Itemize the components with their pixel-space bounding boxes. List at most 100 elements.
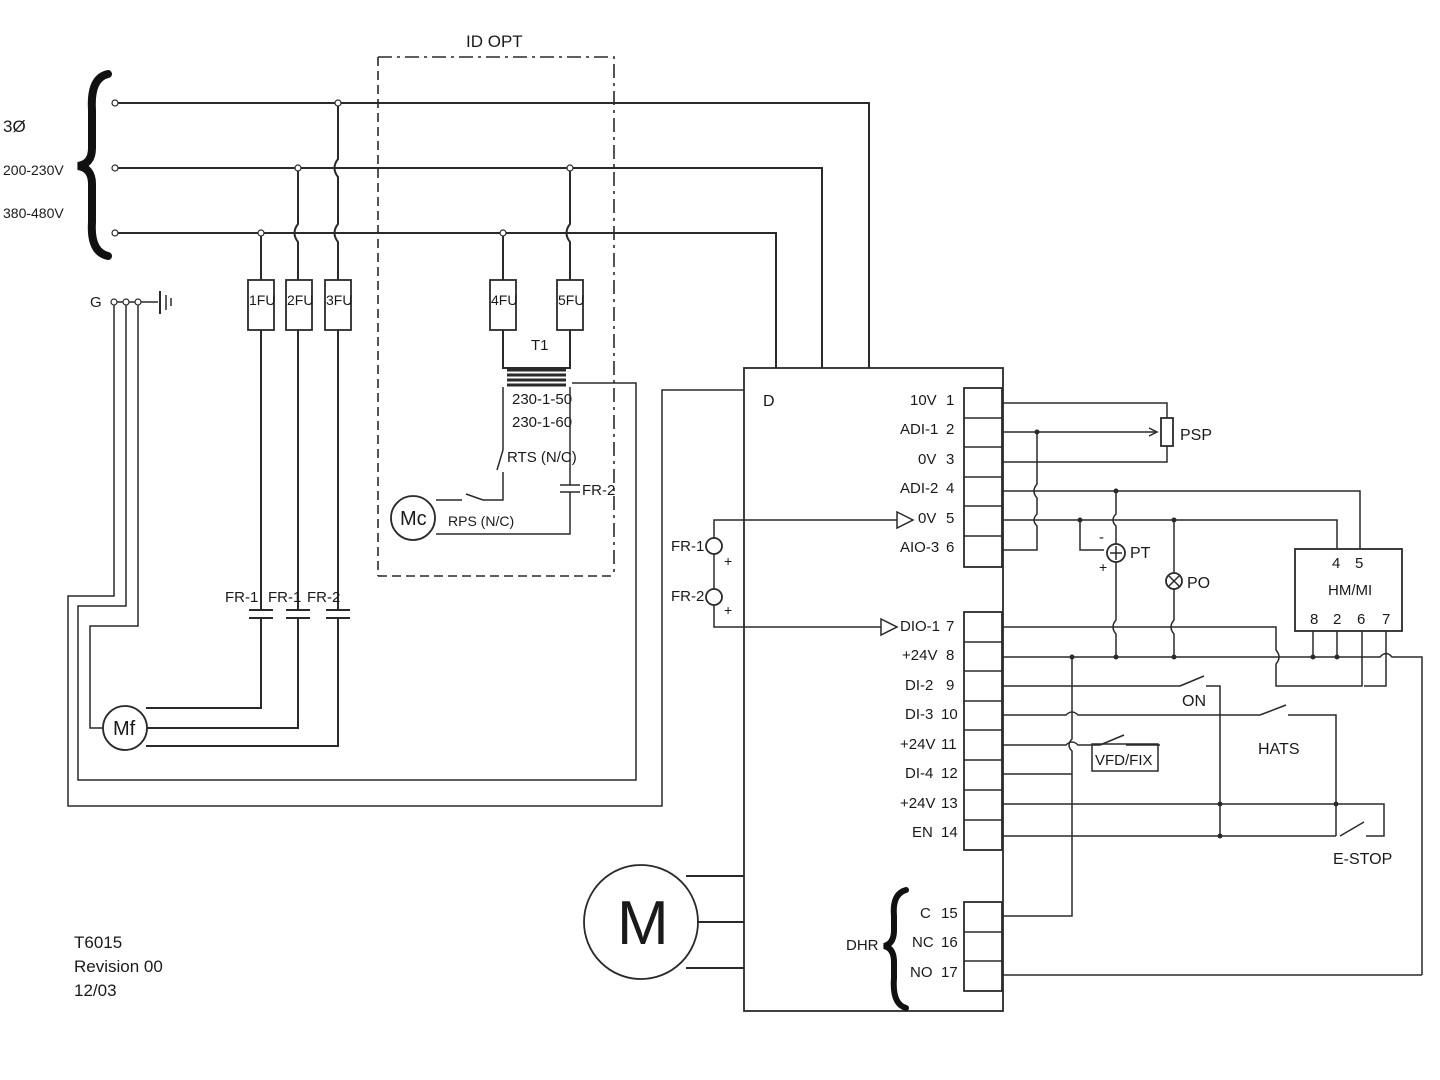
rts-label: RTS (N/C): [507, 449, 577, 466]
fuse-4fu: 4FU: [489, 279, 517, 331]
terminal-num: 4: [946, 480, 954, 497]
adi2-to-hmi: [1002, 488, 1361, 551]
terminal-num: 1: [946, 392, 954, 409]
on-label: ON: [1182, 693, 1206, 710]
supply-brace: [77, 70, 112, 260]
terminal-name: +24V: [900, 795, 935, 812]
terminal-num: 6: [946, 539, 954, 556]
terminal-num: 5: [946, 510, 954, 527]
document-revision: Revision 00: [74, 957, 163, 976]
terminal-name: C: [920, 905, 931, 922]
supply-voltage-2: 380-480V: [3, 205, 64, 221]
document-number: T6015: [74, 933, 122, 952]
fr-contact-label: FR-1: [225, 589, 258, 606]
terminal-name: NC: [912, 934, 934, 951]
main-motor-label: M: [617, 889, 669, 958]
terminal-name: EN: [912, 824, 933, 841]
ground-label: G: [90, 294, 102, 311]
pt-label: PT: [1130, 545, 1151, 562]
transformer-label: T1: [531, 337, 549, 354]
terminal-num: 7: [946, 618, 954, 635]
hmi-module: 4 5 HM/MI 8 2 6 7: [1294, 548, 1403, 632]
terminal-num: 8: [946, 647, 954, 664]
document-date: 12/03: [74, 981, 117, 1000]
transformer-rating-1: 230-1-50: [512, 391, 572, 408]
hmi-pin: 5: [1355, 555, 1363, 572]
hmi-pin: 8: [1310, 611, 1318, 628]
terminal-num: 11: [941, 736, 957, 753]
pt-plus: +: [1099, 559, 1107, 575]
pt-sensor: - + PT: [1099, 491, 1151, 657]
terminal-name: DI-2: [905, 677, 933, 694]
fr1-coil-label: FR-1: [671, 538, 704, 555]
po-sensor: PO: [1165, 520, 1210, 657]
hmi-label: HM/MI: [1328, 582, 1372, 599]
fuse-output-wires: [260, 330, 339, 610]
drive-label: D: [763, 393, 775, 410]
terminal-labels: 10V 1 ADI-1 2 0V 3 ADI-2 4 0V 5 AIO-3 6 …: [900, 392, 958, 981]
fuse-1fu: 1FU: [247, 279, 275, 331]
fr-contact-label: FR-1: [268, 589, 301, 606]
hmi-pin: 4: [1332, 555, 1340, 572]
fr1-plus: +: [724, 553, 732, 569]
fr2-label: FR-2: [582, 482, 615, 499]
compressor-motor-label: Mc: [400, 508, 427, 530]
dhr-label: DHR: [846, 937, 879, 954]
id-option-enclosure: ID OPT: [377, 32, 615, 577]
vfd-fix-label: VFD/FIX: [1095, 752, 1153, 769]
fr-coils: FR-1 FR-2 + +: [671, 510, 915, 637]
terminal-name: NO: [910, 964, 933, 981]
hmi-pin: 2: [1333, 611, 1341, 628]
rps-label: RPS (N/C): [448, 513, 514, 529]
fan-motor-label: Mf: [113, 718, 136, 740]
po-label: PO: [1187, 575, 1210, 592]
id-control-circuit: RTS (N/C) FR-2 RPS (N/C): [436, 387, 615, 535]
hats-label: HATS: [1258, 741, 1299, 758]
drive-d: D: [743, 367, 1004, 1012]
fuse-label: 1FU: [249, 292, 275, 308]
fuse-label: 3FU: [326, 292, 352, 308]
terminal-name: ADI-1: [900, 421, 938, 438]
terminal-num: 17: [941, 964, 958, 981]
fuse-5fu: 5FU: [556, 279, 584, 331]
terminal-name: AIO-3: [900, 539, 939, 556]
terminal-num: 9: [946, 677, 954, 694]
title-block: T6015 Revision 00 12/03: [74, 933, 163, 1000]
supply-voltage-1: 200-230V: [3, 162, 64, 178]
transformer-t1: T1 230-1-50 230-1-60: [502, 330, 572, 431]
terminal-name: 10V: [910, 392, 937, 409]
terminal-num: 12: [941, 765, 958, 782]
fr-contact-label: FR-2: [307, 589, 340, 606]
hmi-pin: 6: [1357, 611, 1365, 628]
terminal-name: DI-4: [905, 765, 933, 782]
terminal-strip: [963, 387, 1003, 992]
terminal-num: 13: [941, 795, 958, 812]
on-switch: ON: [1002, 675, 1221, 836]
transformer-rating-2: 230-1-60: [512, 414, 572, 431]
terminal-num: 14: [941, 824, 958, 841]
estop-switch: E-STOP: [1002, 801, 1392, 868]
terminal-name: 0V: [918, 451, 936, 468]
fuse-3fu: 3FU: [324, 279, 352, 331]
psp-wiring: PSP: [1002, 402, 1212, 551]
dio1-and-24v-bus: [1002, 626, 1423, 975]
terminal-name: ADI-2: [900, 480, 938, 497]
fr-contacts: FR-1 FR-1 FR-2: [146, 589, 350, 747]
supply-lines: [111, 99, 870, 368]
fuse-2fu: 2FU: [285, 279, 313, 331]
fr2-coil-label: FR-2: [671, 588, 704, 605]
terminal-name: DI-3: [905, 706, 933, 723]
terminal-num: 2: [946, 421, 954, 438]
dhr-relay-group: DHR: [846, 887, 909, 1011]
terminal-name: +24V: [902, 647, 937, 664]
terminal-name: DIO-1: [900, 618, 940, 635]
hmi-pin: 7: [1382, 611, 1390, 628]
fuse-label: 5FU: [558, 292, 584, 308]
estop-label: E-STOP: [1333, 851, 1392, 868]
fan-motor-mf: Mf: [102, 705, 148, 751]
main-motor-m: M: [583, 864, 744, 980]
hats-switch: HATS: [1002, 704, 1337, 836]
compressor-motor-mc: Mc: [390, 495, 436, 541]
vfd-fix-switch: VFD/FIX: [1002, 657, 1160, 917]
